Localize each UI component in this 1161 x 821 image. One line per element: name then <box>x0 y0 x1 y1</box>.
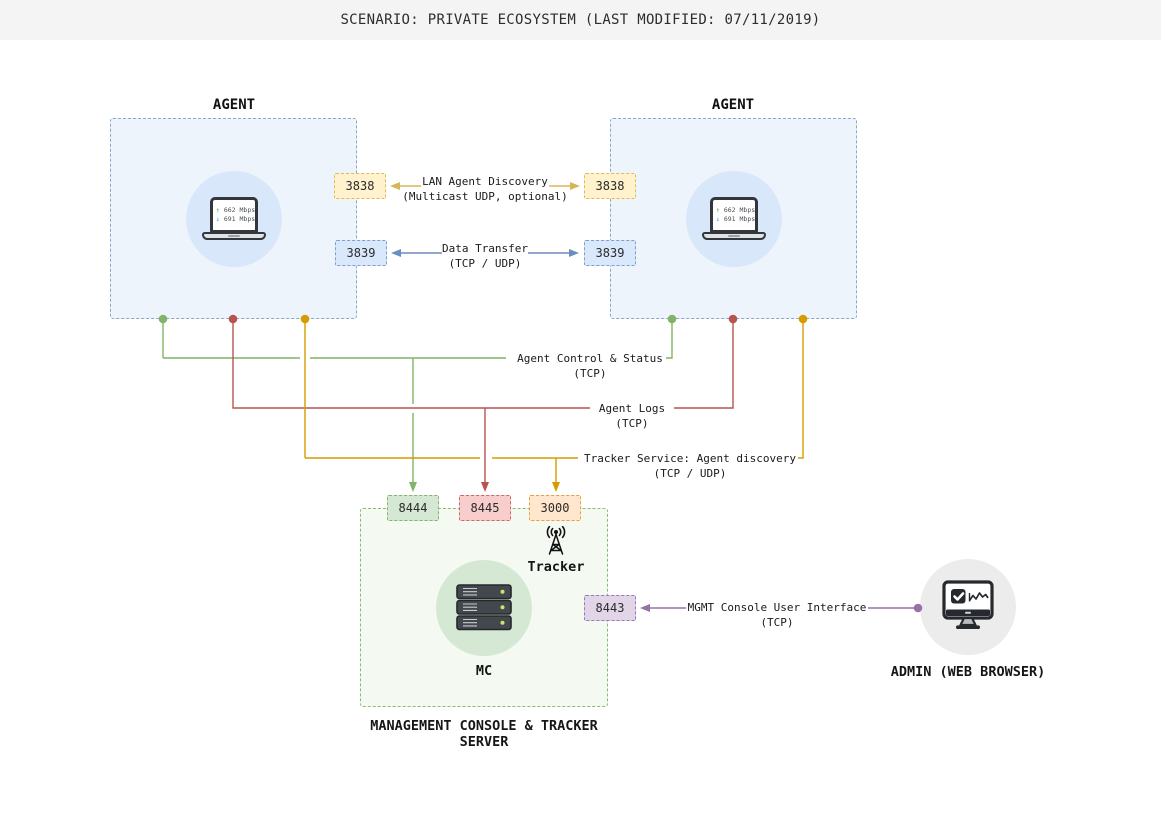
laptop-screen: ↑ 662 Mbps ↓ 691 Mbps <box>210 197 258 233</box>
server-rack-icon <box>456 584 512 631</box>
label-lan-discovery-subtitle: (Multicast UDP, optional) <box>402 190 568 203</box>
server-caption-line1: MANAGEMENT CONSOLE & TRACKER <box>370 718 598 734</box>
upload-speed: 662 Mbps <box>723 206 756 214</box>
label-agent-control-title: Agent Control & Status <box>517 352 663 365</box>
label-agent-logs: Agent Logs (TCP) <box>599 401 665 431</box>
port-chip-3000: 3000 <box>529 495 581 521</box>
download-arrow-icon: ↓ <box>716 215 720 223</box>
port-chip-3838-left: 3838 <box>334 173 386 199</box>
label-data-transfer-title: Data Transfer <box>441 242 529 255</box>
port-chip-3839-right: 3839 <box>584 240 636 266</box>
scenario-title: SCENARIO: PRIVATE ECOSYSTEM (LAST MODIFI… <box>340 12 821 28</box>
label-mgmt-ui-subtitle: (TCP) <box>760 616 794 629</box>
label-data-transfer-subtitle: (TCP / UDP) <box>448 257 522 270</box>
label-lan-discovery-title: LAN Agent Discovery <box>422 175 548 188</box>
download-speed: 691 Mbps <box>723 215 756 223</box>
label-lan-discovery: LAN Agent Discovery (Multicast UDP, opti… <box>402 174 568 204</box>
download-speed: 691 Mbps <box>223 215 256 223</box>
port-chip-3839-left: 3839 <box>335 240 387 266</box>
download-speed-row: ↓ 691 Mbps <box>716 216 755 223</box>
header-bar: SCENARIO: PRIVATE ECOSYSTEM (LAST MODIFI… <box>0 0 1161 40</box>
upload-speed: 662 Mbps <box>223 206 256 214</box>
label-data-transfer: Data Transfer (TCP / UDP) <box>442 241 528 271</box>
chart-line-icon <box>968 592 989 602</box>
laptop-base <box>202 232 266 240</box>
server-caption: MANAGEMENT CONSOLE & TRACKER SERVER <box>370 718 598 750</box>
monitor-icon <box>942 580 994 629</box>
download-speed-row: ↓ 691 Mbps <box>216 216 255 223</box>
antenna-icon <box>546 526 566 555</box>
agent-left-title: AGENT <box>212 97 256 113</box>
port-chip-8444: 8444 <box>387 495 439 521</box>
laptop-screen: ↑ 662 Mbps ↓ 691 Mbps <box>710 197 758 233</box>
upload-arrow-icon: ↑ <box>216 206 220 214</box>
server-caption-line2: SERVER <box>459 734 509 750</box>
laptop-icon: ↑ 662 Mbps ↓ 691 Mbps <box>202 197 266 240</box>
laptop-base <box>702 232 766 240</box>
download-arrow-icon: ↓ <box>216 215 220 223</box>
label-tracker-discovery-title: Tracker Service: Agent discovery <box>584 452 796 465</box>
label-agent-logs-title: Agent Logs <box>598 402 666 415</box>
laptop-icon: ↑ 662 Mbps ↓ 691 Mbps <box>702 197 766 240</box>
label-tracker-discovery: Tracker Service: Agent discovery (TCP / … <box>584 451 796 481</box>
upload-arrow-icon: ↑ <box>716 206 720 214</box>
label-agent-logs-subtitle: (TCP) <box>615 417 649 430</box>
label-tracker-discovery-subtitle: (TCP / UDP) <box>653 467 727 480</box>
port-chip-3838-right: 3838 <box>584 173 636 199</box>
label-agent-control: Agent Control & Status (TCP) <box>517 351 663 381</box>
admin-label: ADMIN (WEB BROWSER) <box>890 664 1046 680</box>
label-mgmt-ui-title: MGMT Console User Interface <box>687 601 867 614</box>
mc-label: MC <box>475 663 493 679</box>
port-chip-8445: 8445 <box>459 495 511 521</box>
tracker-label: Tracker <box>527 559 585 575</box>
upload-speed-row: ↑ 662 Mbps <box>716 207 755 214</box>
port-chip-8443: 8443 <box>584 595 636 621</box>
check-icon <box>951 589 966 604</box>
agent-right-title: AGENT <box>711 97 755 113</box>
label-agent-control-subtitle: (TCP) <box>573 367 607 380</box>
label-mgmt-ui: MGMT Console User Interface (TCP) <box>688 600 867 630</box>
upload-speed-row: ↑ 662 Mbps <box>216 207 255 214</box>
